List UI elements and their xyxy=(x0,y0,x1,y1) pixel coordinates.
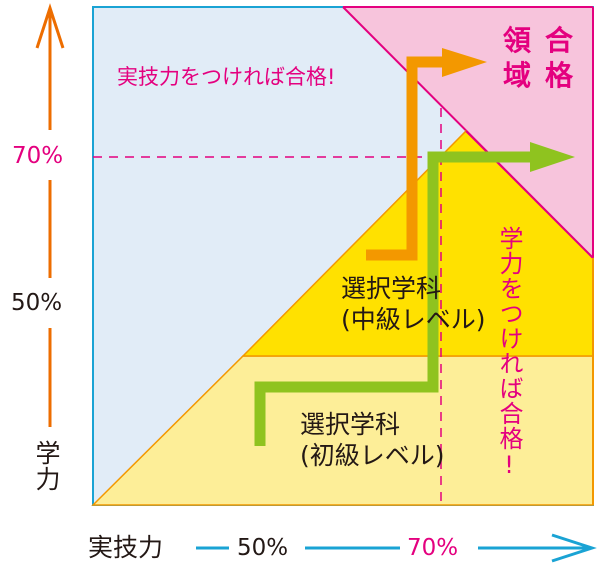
basic-level-label-line2: (初級レベル) xyxy=(300,441,445,470)
mid-level-label-line1: 選択学科 xyxy=(341,274,442,303)
x-tick-50: 50% xyxy=(237,535,289,561)
mid-level-label-line2: (中級レベル) xyxy=(341,305,486,334)
x-tick-70: 70% xyxy=(407,535,459,561)
y-axis-label: 学力 xyxy=(32,440,61,492)
knowledge-note: 学力をつければ合格! xyxy=(495,226,523,480)
basic-level-label-line1: 選択学科 xyxy=(300,410,401,439)
orange-arrow-shaft xyxy=(366,56,442,261)
orange-arrowhead-icon xyxy=(442,48,487,77)
y-tick-50: 50% xyxy=(11,290,63,316)
green-arrow-shaft xyxy=(254,151,530,446)
pass-region-char-2: 合 xyxy=(545,24,574,57)
pass-region-char-1: 領 xyxy=(503,24,532,57)
pass-region-char-3: 域 xyxy=(503,59,532,92)
x-axis-arrowhead-icon xyxy=(551,533,597,563)
skill-note: 実技力をつければ合格! xyxy=(117,65,336,89)
y-axis-arrowhead-icon xyxy=(35,3,65,49)
pass-region-char-4: 格 xyxy=(545,59,574,92)
green-arrowhead-icon xyxy=(530,142,575,172)
x-axis-label: 実技力 xyxy=(88,533,164,562)
y-tick-70: 70% xyxy=(12,143,64,169)
